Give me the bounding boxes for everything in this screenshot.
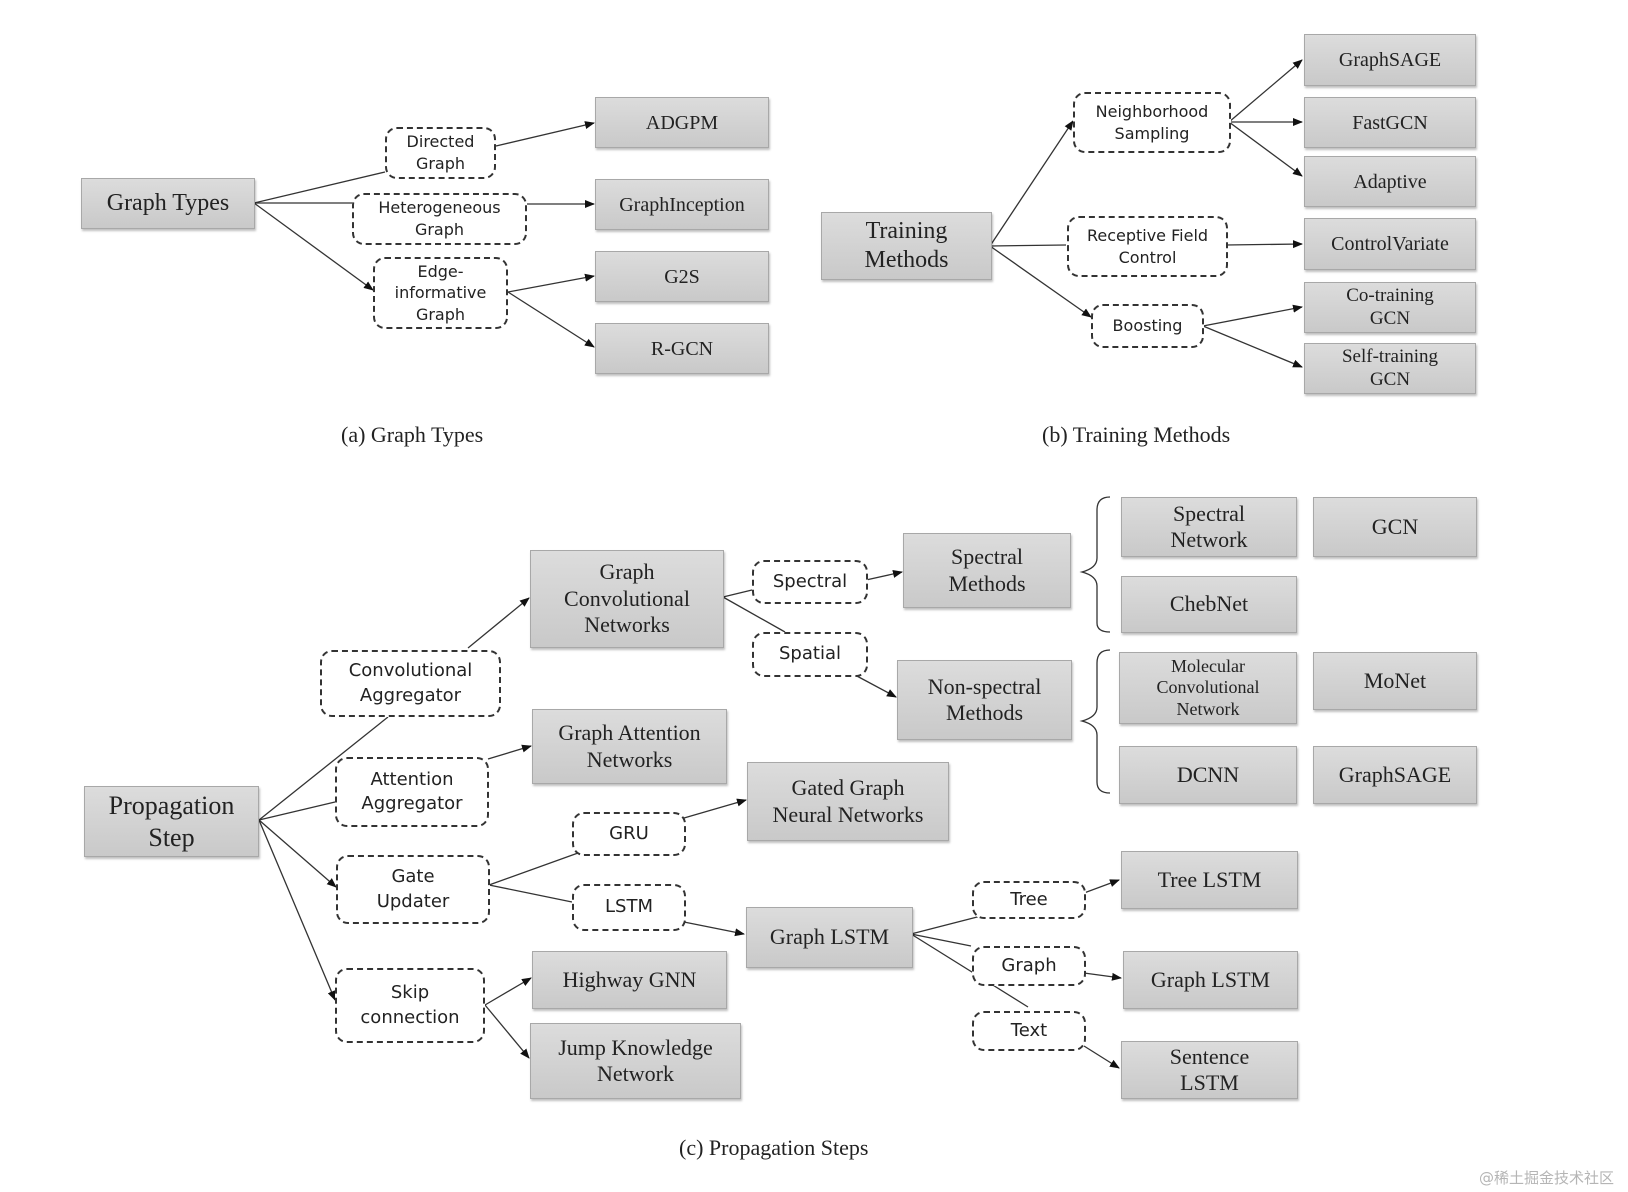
edge-tree-treelstm — [1083, 879, 1120, 894]
node-highway-gnn: Highway GNN — [532, 951, 727, 1009]
node-receptive-field-control: Receptive Field Control — [1067, 216, 1228, 277]
node-spectral-label: Spectral — [752, 560, 868, 604]
node-spectral-network: Spectral Network — [1121, 497, 1297, 557]
node-graphsage-c: GraphSAGE — [1313, 746, 1477, 804]
edge-training-receptive — [989, 244, 1067, 247]
node-text-label: Text — [972, 1011, 1086, 1051]
edge-spatial-nonspectral — [854, 674, 897, 698]
node-convolutional-aggregator: Convolutional Aggregator — [320, 650, 501, 717]
edge-edgeinfo-rgcn — [507, 291, 595, 348]
node-gcn: GCN — [1313, 497, 1477, 557]
caption-c: (c) Propagation Steps — [679, 1135, 869, 1160]
edge-graphlstm-graph — [910, 933, 972, 947]
node-graph-label: Graph — [972, 946, 1086, 986]
node-edge-informative-graph: Edge- informative Graph — [373, 257, 508, 329]
node-directed-graph: Directed Graph — [385, 127, 496, 179]
node-propagation-step: Propagation Step — [84, 786, 259, 857]
node-molecular-convolutional-network: Molecular Convolutional Network — [1119, 652, 1297, 724]
node-adgpm: ADGPM — [595, 97, 769, 148]
node-graphsage-b: GraphSAGE — [1304, 34, 1476, 86]
node-spatial-label: Spatial — [752, 632, 868, 677]
edge-gate-gru — [488, 852, 579, 886]
node-tree-lstm: Tree LSTM — [1121, 851, 1298, 909]
node-selftraining-gcn: Self-training GCN — [1304, 343, 1476, 394]
node-nonspectral-methods: Non-spectral Methods — [897, 660, 1072, 740]
node-skip-connection: Skip connection — [335, 968, 485, 1043]
node-attention-aggregator: Attention Aggregator — [335, 757, 489, 827]
edge-spectral-spectralmethods — [865, 570, 903, 581]
edge-graph-graphlstmleaf — [1083, 972, 1122, 981]
node-monet: MoNet — [1313, 652, 1477, 710]
edge-prop-gate — [258, 819, 337, 888]
node-cotraining-gcn: Co-training GCN — [1304, 282, 1476, 333]
edge-convagg-gcn — [467, 597, 530, 649]
node-dcnn: DCNN — [1119, 746, 1297, 804]
node-gru-label: GRU — [572, 812, 686, 856]
node-fastgcn: FastGCN — [1304, 97, 1476, 148]
edge-graphtypes-directed — [253, 171, 386, 204]
node-rgcn: R-GCN — [595, 323, 769, 374]
edge-graphlstm-text — [910, 933, 1029, 1008]
edge-prop-attagg — [258, 801, 336, 821]
edge-skip-highway — [484, 977, 532, 1006]
edge-gate-lstm — [488, 884, 573, 903]
node-heterogeneous-graph: Heterogeneous Graph — [352, 193, 527, 245]
node-graph-lstm: Graph LSTM — [746, 907, 913, 968]
node-boosting: Boosting — [1091, 304, 1204, 348]
edge-training-boosting — [989, 245, 1092, 318]
edge-boosting-selftraining — [1202, 325, 1303, 368]
node-gate-updater: Gate Updater — [336, 855, 490, 924]
caption-b: (b) Training Methods — [1042, 422, 1231, 447]
node-graph-convolutional-networks: Graph Convolutional Networks — [530, 550, 724, 648]
edge-prop-skip — [258, 819, 336, 1001]
edge-lstm-graphlstm — [683, 921, 745, 937]
node-training-methods: Training Methods — [821, 212, 992, 280]
watermark: @稀土掘金技术社区 — [1478, 1169, 1614, 1187]
edge-neighborhood-adaptive — [1228, 121, 1303, 177]
node-graph-lstm-leaf: Graph LSTM — [1123, 951, 1298, 1009]
node-graph-types: Graph Types — [81, 178, 255, 229]
edge-skip-jump — [484, 1004, 530, 1059]
node-tree-label: Tree — [972, 881, 1086, 919]
edge-graphlstm-tree — [910, 914, 986, 935]
edge-attagg-gat — [487, 744, 532, 760]
caption-a: (a) Graph Types — [341, 422, 484, 447]
node-lstm-label: LSTM — [572, 884, 686, 931]
node-neighborhood-sampling: Neighborhood Sampling — [1073, 92, 1231, 153]
node-chebnet: ChebNet — [1121, 576, 1297, 633]
edge-training-neighborhood — [989, 120, 1074, 247]
edge-prop-convagg — [258, 716, 389, 821]
edge-text-sentencelstm — [1083, 1045, 1120, 1069]
edge-receptive-controlvariate — [1225, 240, 1303, 249]
brace-spectral — [1079, 496, 1111, 633]
edge-graphtypes-edgeinfo — [253, 202, 374, 291]
edge-gru-gated — [683, 798, 747, 819]
edge-gcn-spatial — [722, 596, 786, 633]
edge-edgeinfo-g2s — [507, 273, 595, 293]
node-graphinception: GraphInception — [595, 179, 769, 230]
node-sentence-lstm: Sentence LSTM — [1121, 1041, 1298, 1099]
node-jump-knowledge-network: Jump Knowledge Network — [530, 1023, 741, 1099]
edge-boosting-cotraining — [1202, 304, 1303, 327]
edge-neighborhood-graphsage — [1228, 59, 1303, 123]
node-gated-graph-neural-networks: Gated Graph Neural Networks — [747, 762, 949, 841]
node-graph-attention-networks: Graph Attention Networks — [532, 709, 727, 784]
node-g2s: G2S — [595, 251, 769, 302]
node-spectral-methods: Spectral Methods — [903, 533, 1071, 608]
node-controlvariate: ControlVariate — [1304, 218, 1476, 270]
node-adaptive: Adaptive — [1304, 156, 1476, 207]
edge-directed-adgpm — [495, 121, 595, 147]
brace-nonspectral — [1079, 649, 1111, 794]
edge-gcn-spectral — [722, 589, 753, 598]
